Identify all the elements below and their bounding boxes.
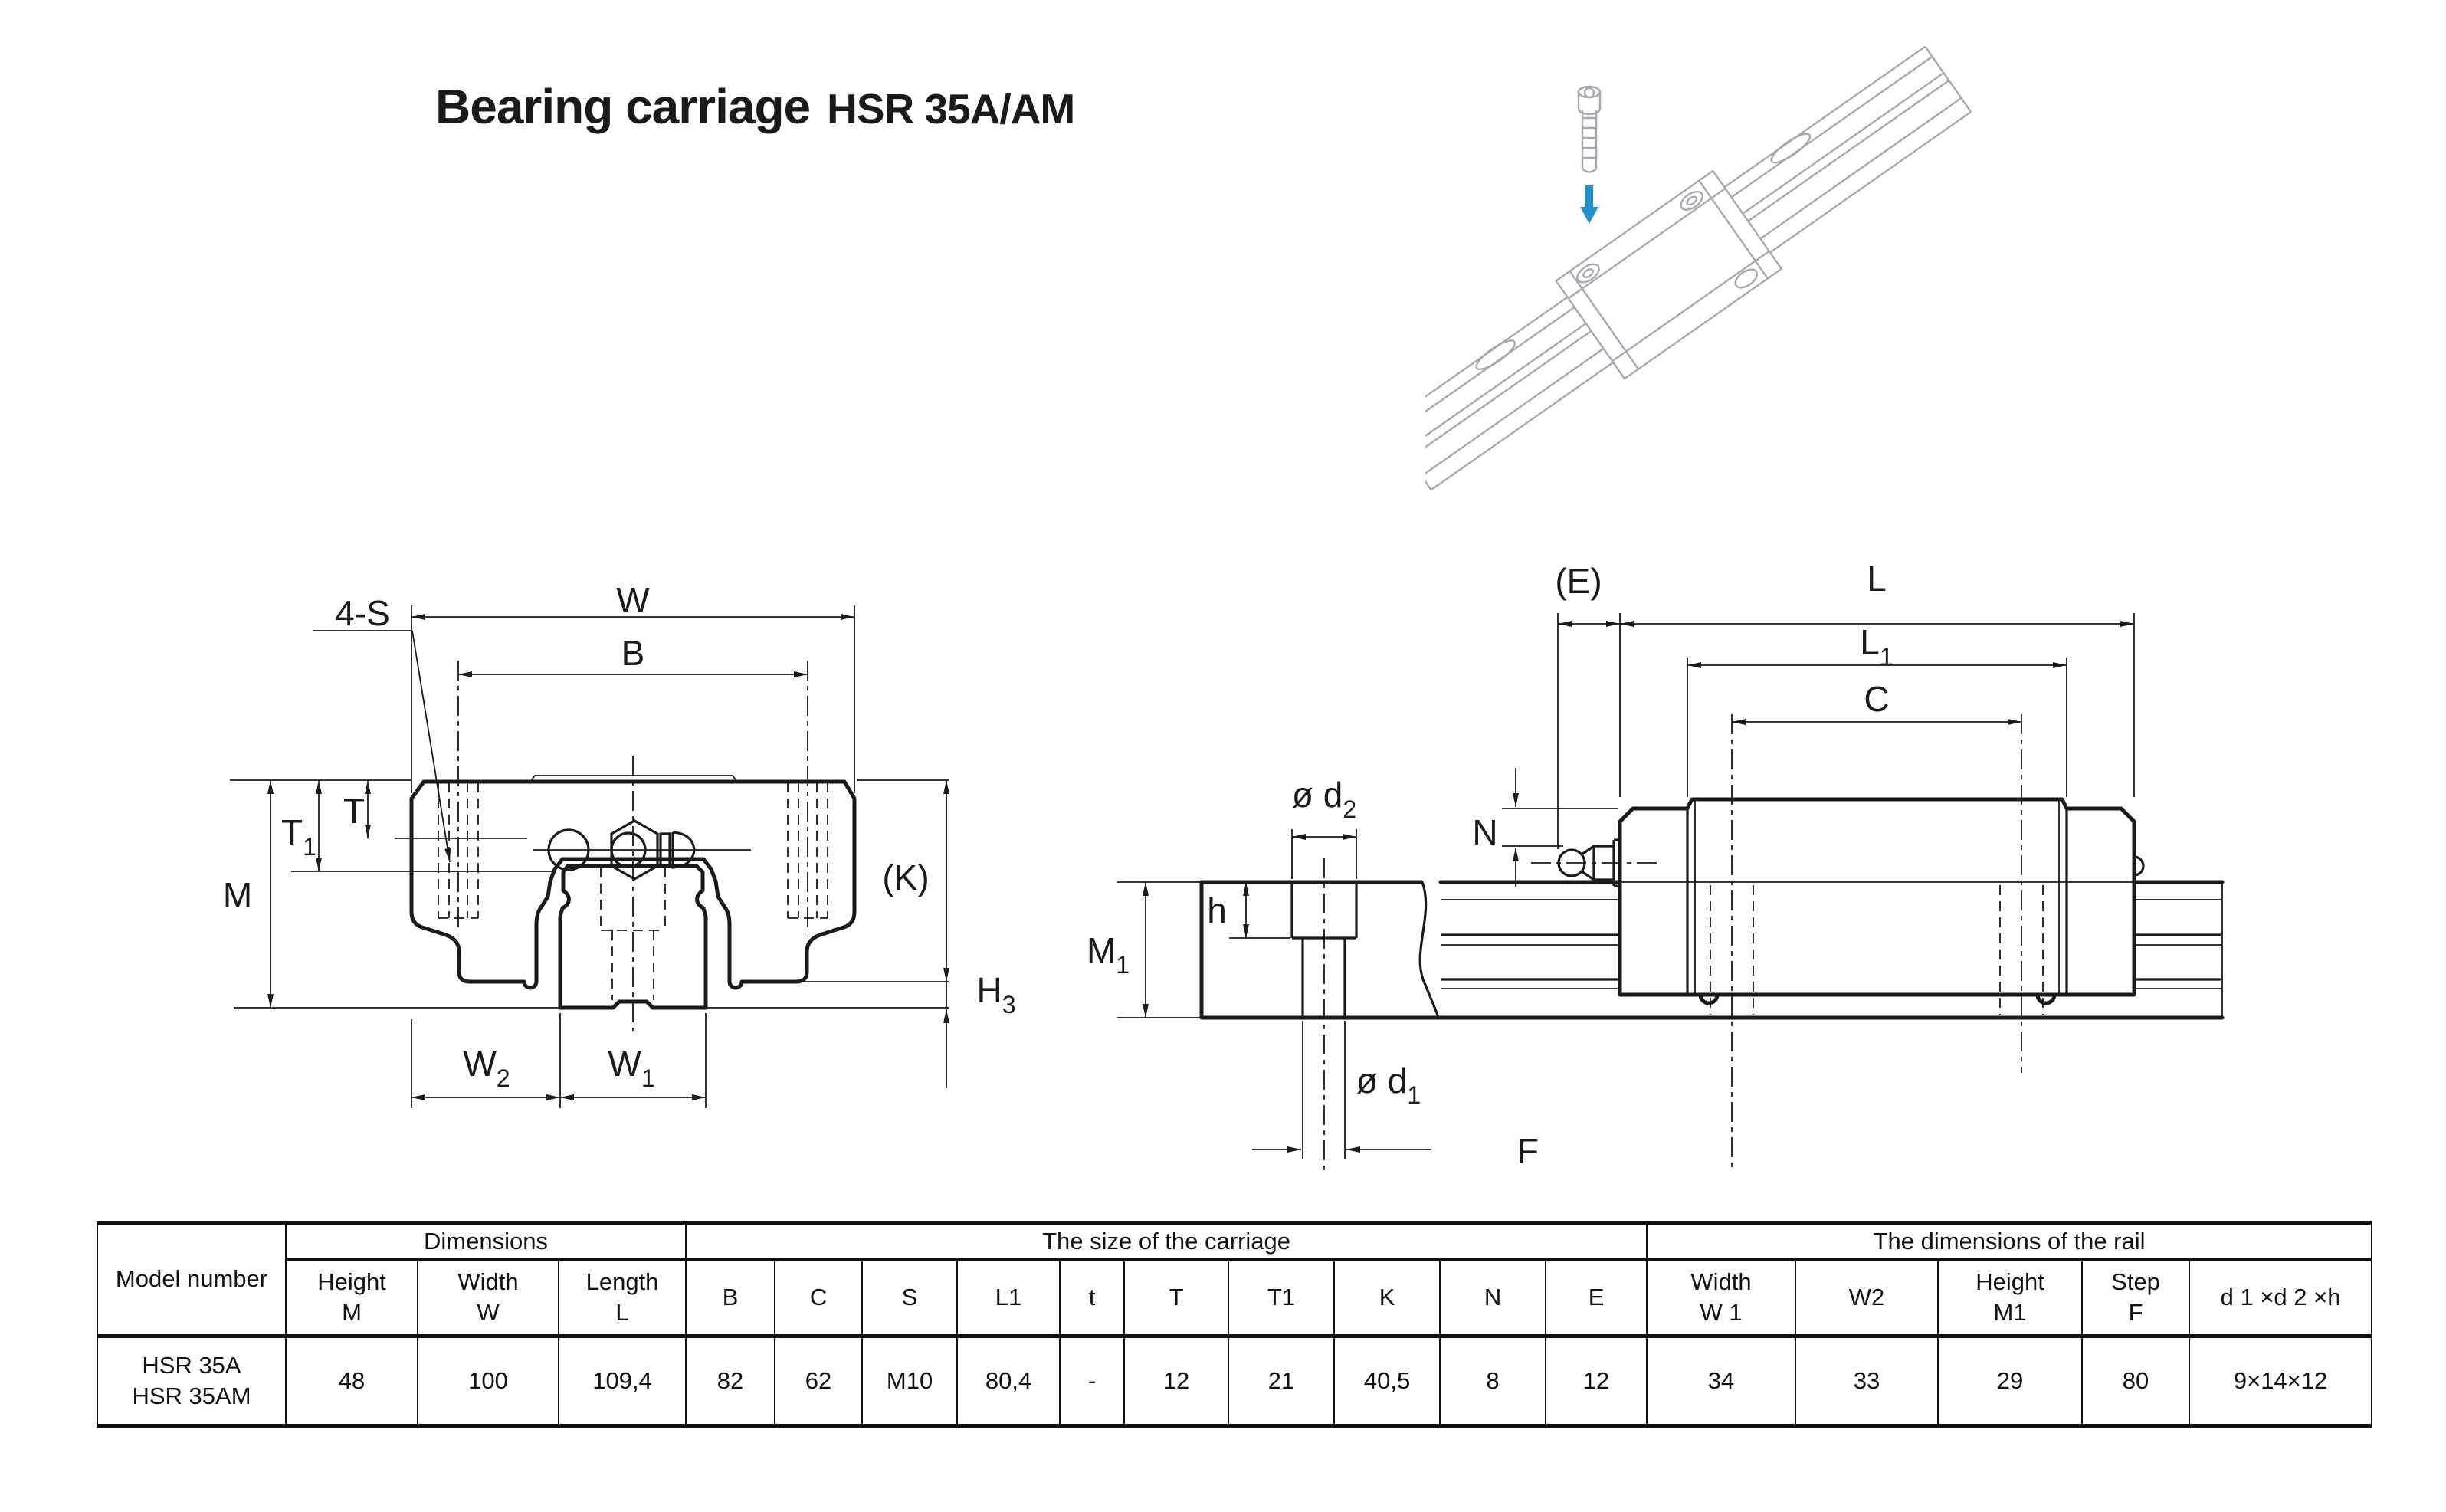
col-header-length-l: Length L: [557, 1258, 687, 1338]
col-header-e: E: [1545, 1258, 1648, 1338]
cap-screw-icon: [1577, 85, 1602, 173]
dim-label-d2: ø d2: [1291, 775, 1357, 824]
col-header-s: S: [861, 1258, 959, 1338]
col-header-height-m1: Height M1: [1937, 1258, 2084, 1338]
col-header-n: N: [1439, 1258, 1547, 1338]
dim-label-m: M: [222, 875, 253, 915]
dim-label-w: W: [616, 580, 650, 620]
cell-k: 40,5: [1333, 1335, 1441, 1428]
title-text: Bearing carriage: [435, 79, 811, 134]
dim-label-w2: W2: [463, 1044, 510, 1093]
dim-label-l: L: [1867, 559, 1887, 599]
col-header-t: t: [1059, 1258, 1126, 1338]
dim-label-n: N: [1472, 812, 1498, 852]
cell-l1: 80,4: [956, 1335, 1061, 1428]
cell-n: 8: [1439, 1335, 1547, 1428]
col-header-b: B: [685, 1258, 776, 1338]
cell-width-w1: 34: [1646, 1335, 1797, 1428]
col-header-step-f: Step F: [2081, 1258, 2191, 1338]
dim-label-4s: 4-S: [335, 593, 390, 633]
dim-label-d1: ø d1: [1356, 1061, 1421, 1110]
dim-label-m1: M1: [1086, 930, 1130, 979]
col-header-height-m: Height M: [285, 1258, 418, 1338]
cell-model: HSR 35A HSR 35AM: [97, 1335, 287, 1428]
title-model-number: HSR 35A/AM: [827, 85, 1075, 133]
cell-length-l: 109,4: [557, 1335, 687, 1428]
col-header-c: C: [774, 1258, 864, 1338]
col-header-w2: W2: [1795, 1258, 1939, 1338]
dim-label-t1: T1: [281, 812, 316, 861]
col-header-model-number: Model number: [97, 1221, 287, 1338]
cell-w2: 33: [1795, 1335, 1939, 1428]
col-header-d1d2h: d 1 ×d 2 ×h: [2189, 1258, 2373, 1338]
col-group-carriage: The size of the carriage: [685, 1221, 1648, 1261]
cell-width-w: 100: [417, 1335, 559, 1428]
cell-t: -: [1059, 1335, 1126, 1428]
page-title: Bearing carriage HSR 35A/AM: [435, 78, 1075, 135]
dim-label-l1: L1: [1860, 622, 1894, 671]
cell-d1d2h: 9×14×12: [2189, 1335, 2373, 1428]
col-header-l1: L1: [956, 1258, 1061, 1338]
col-header-width-w: Width W: [417, 1258, 559, 1338]
3d-rail-carriage-illustration: [1425, 45, 1972, 491]
cell-c: 62: [774, 1335, 864, 1428]
col-header-t1: T1: [1228, 1258, 1336, 1338]
side-view-drawing: [1117, 613, 2225, 1173]
dim-label-b: B: [621, 633, 645, 673]
cell-height-m1: 29: [1937, 1335, 2084, 1428]
cell-e: 12: [1545, 1335, 1648, 1428]
dim-label-w1: W1: [608, 1044, 655, 1093]
insert-direction-arrow-icon: [1580, 185, 1598, 224]
col-header-T: T: [1123, 1258, 1230, 1338]
dim-label-c: C: [1864, 679, 1890, 719]
dim-label-e: (E): [1555, 561, 1602, 601]
dim-label-h: h: [1207, 890, 1227, 930]
dim-label-h3: H3: [976, 970, 1016, 1019]
cell-b: 82: [685, 1335, 776, 1428]
cell-t1: 21: [1228, 1335, 1336, 1428]
spec-table: Model number Dimensions The size of the …: [97, 1221, 2373, 1428]
col-group-rail: The dimensions of the rail: [1646, 1221, 2373, 1261]
dim-label-t: T: [343, 791, 366, 831]
col-header-width-w1: Width W 1: [1646, 1258, 1797, 1338]
cell-s: M10: [861, 1335, 959, 1428]
dim-label-f: F: [1516, 1131, 1539, 1171]
col-header-k: K: [1333, 1258, 1441, 1338]
cell-T: 12: [1123, 1335, 1230, 1428]
col-group-dimensions: Dimensions: [284, 1221, 687, 1261]
front-view-drawing: [230, 605, 949, 1108]
dim-label-k: (K): [882, 858, 930, 897]
cell-step-f: 80: [2081, 1335, 2191, 1428]
cell-height-m: 48: [285, 1335, 418, 1428]
